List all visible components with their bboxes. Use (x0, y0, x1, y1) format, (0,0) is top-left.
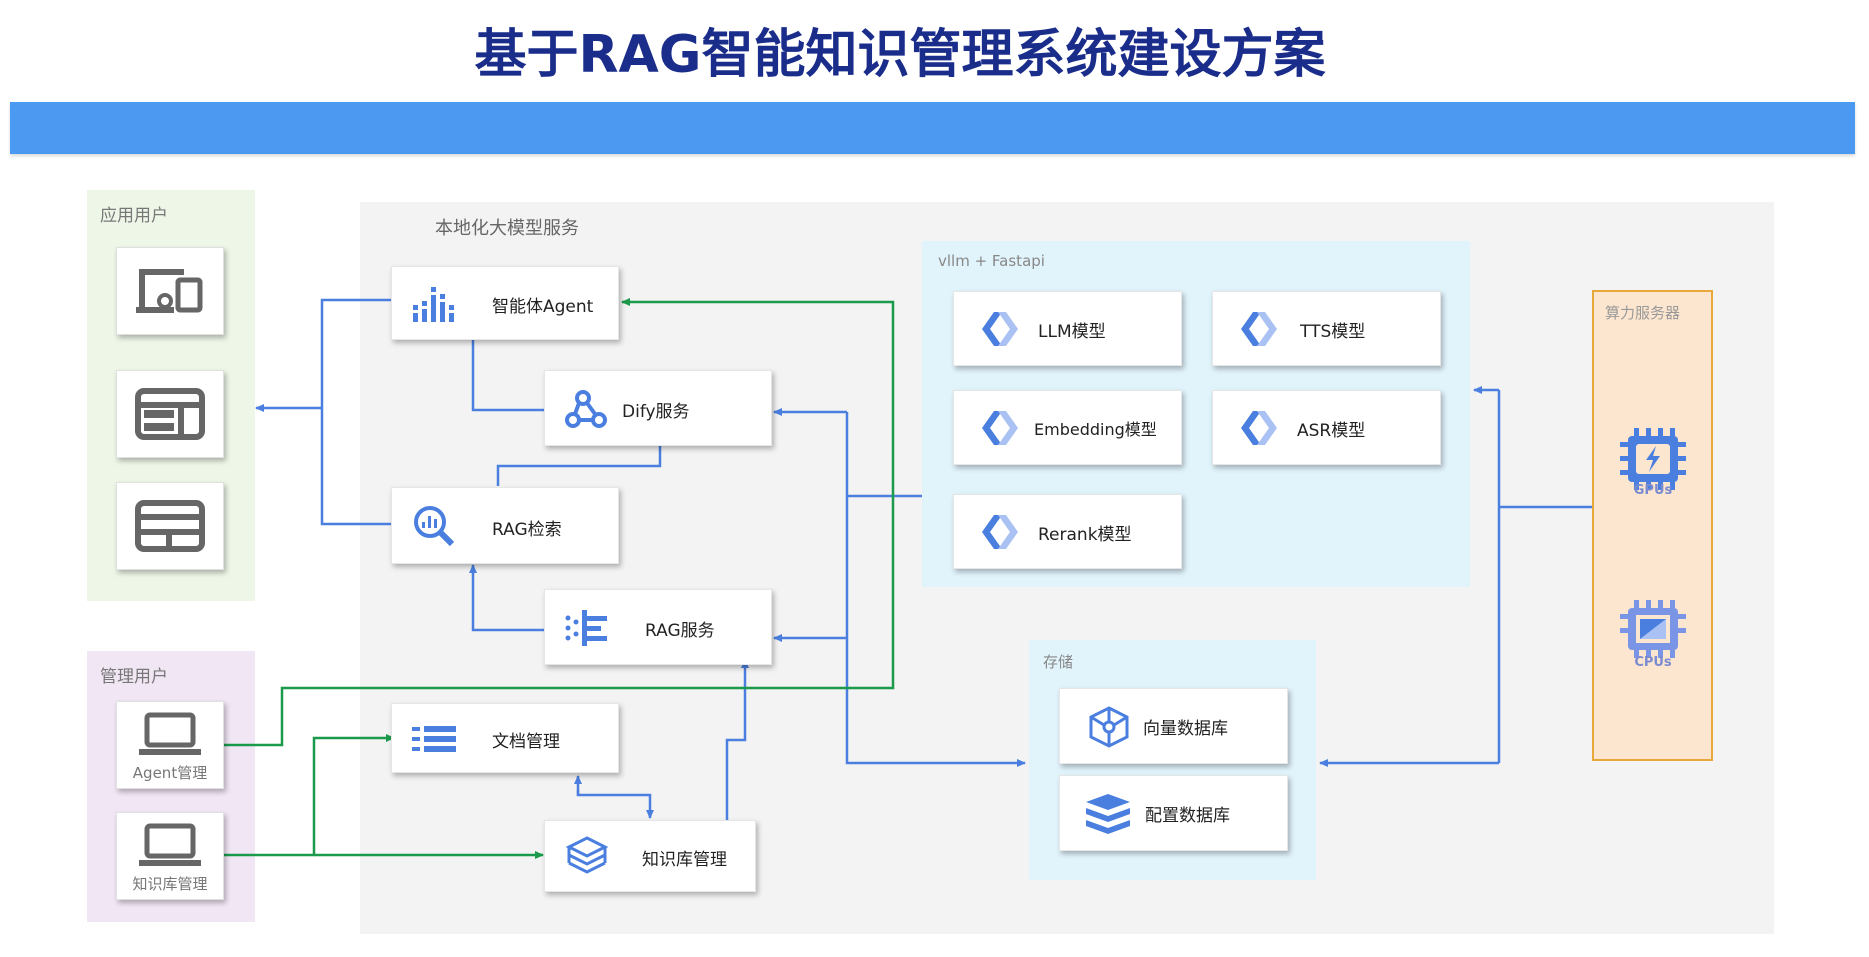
agent-admin-label: Agent管理 (132, 764, 208, 782)
vector-db-label: 向量数据库 (1143, 719, 1228, 739)
rag-service-card[interactable]: RAG服务 (544, 589, 772, 665)
page-title: 基于RAG智能知识管理系统建设方案 (474, 25, 1326, 85)
rag-search-card[interactable]: RAG检索 (391, 487, 619, 564)
dify-card[interactable]: Dify服务 (544, 370, 772, 446)
dify-label: Dify服务 (622, 402, 690, 422)
config-db-card[interactable]: 配置数据库 (1059, 775, 1288, 851)
rerank-model-label: Rerank模型 (1038, 525, 1132, 545)
config-db-label: 配置数据库 (1145, 806, 1230, 826)
doc-mgmt-label: 文档管理 (492, 732, 560, 752)
asr-model-card[interactable]: ASR模型 (1212, 390, 1441, 465)
layers-icon (565, 836, 609, 874)
vllm-label: vllm + Fastapi (938, 252, 1045, 270)
kb-admin-card[interactable]: 知识库管理 (116, 812, 224, 900)
laptop-icon (139, 712, 201, 755)
doc-mgmt-card[interactable]: 文档管理 (391, 703, 628, 782)
tts-model-card[interactable]: TTS模型 (1212, 291, 1441, 366)
kb-mgmt-label: 知识库管理 (642, 850, 727, 870)
storage-label: 存储 (1043, 653, 1074, 671)
embedding-model-card[interactable]: Embedding模型 (953, 390, 1182, 465)
database-stack-icon (1086, 794, 1130, 834)
monitor-device-icon (136, 269, 203, 313)
dify-nodes-icon (565, 390, 607, 428)
llm-model-card[interactable]: LLM模型 (953, 291, 1182, 366)
compute-panel (1592, 290, 1713, 761)
rag-search-label: RAG检索 (492, 520, 562, 540)
gpus-label: GPUs (1633, 483, 1673, 498)
model-chevron-icon (982, 411, 1018, 445)
bar-chart-icon (413, 287, 454, 322)
agent-card[interactable]: 智能体Agent (391, 266, 628, 349)
local-service-label: 本地化大模型服务 (435, 218, 579, 239)
network-cube-icon (1089, 706, 1129, 748)
model-chevron-icon (1241, 312, 1277, 346)
agent-label: 智能体Agent (492, 297, 594, 317)
dashboard-icon (135, 388, 205, 440)
gpu-chip-icon (1620, 428, 1686, 490)
agent-admin-card[interactable]: Agent管理 (116, 701, 224, 789)
model-chevron-icon (1241, 411, 1277, 445)
kb-mgmt-card[interactable]: 知识库管理 (544, 820, 765, 901)
list-icon (412, 726, 456, 752)
cpus-label: CPUs (1634, 655, 1672, 670)
compute-label: 算力服务器 (1605, 304, 1681, 322)
app-user-dashboard-card[interactable] (116, 370, 224, 458)
vector-db-card[interactable]: 向量数据库 (1059, 688, 1288, 764)
header-banner (10, 102, 1855, 154)
rerank-model-card[interactable]: Rerank模型 (953, 494, 1182, 569)
model-chevron-icon (982, 312, 1018, 346)
app-user-device-card[interactable] (116, 247, 224, 335)
tts-model-label: TTS模型 (1300, 322, 1366, 342)
llm-model-label: LLM模型 (1038, 322, 1106, 342)
app-user-layout-card[interactable] (116, 482, 224, 570)
cpu-chip-icon (1620, 600, 1686, 658)
search-chart-icon (414, 506, 455, 547)
rag-service-label: RAG服务 (645, 621, 715, 641)
layout-icon (135, 500, 205, 552)
kb-admin-label: 知识库管理 (132, 875, 208, 893)
admin-users-label: 管理用户 (100, 667, 168, 687)
laptop-icon (139, 823, 201, 866)
embedding-model-label: Embedding模型 (1034, 420, 1157, 439)
model-chevron-icon (982, 515, 1018, 549)
app-users-label: 应用用户 (100, 206, 168, 226)
rag-filter-icon (565, 610, 607, 646)
asr-model-label: ASR模型 (1297, 421, 1366, 441)
